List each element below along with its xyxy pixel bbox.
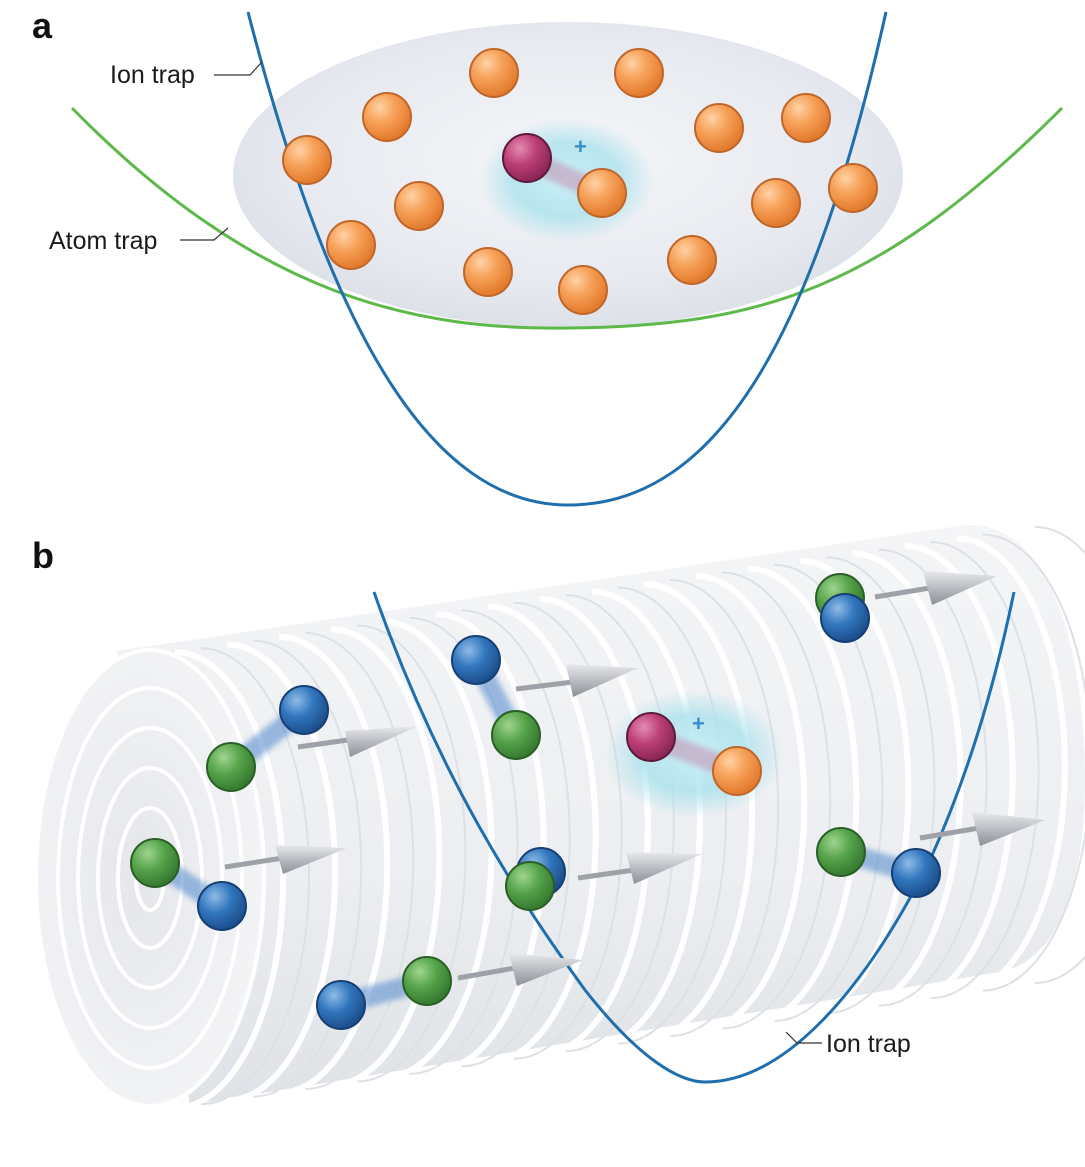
- panel-a-letter: a: [32, 5, 53, 46]
- cylinder-ring: [227, 641, 338, 1104]
- dipole-arrow: [874, 571, 997, 605]
- molecule: [816, 827, 941, 898]
- molecule: [130, 838, 247, 931]
- cylinder-ring: [644, 580, 756, 1043]
- ion: [502, 133, 552, 183]
- molecule: [206, 685, 329, 792]
- cylinder-ring: [696, 573, 807, 1036]
- cylinder-ring: [904, 542, 1016, 1005]
- blue-atom: [820, 593, 870, 643]
- cylinder-ring: [1008, 527, 1085, 990]
- atom-trap-label: Atom trap: [49, 227, 157, 255]
- atom: [781, 93, 831, 143]
- cylinder-ring: [670, 579, 780, 1038]
- cylinder-body: [117, 524, 1085, 1105]
- ion-trap-curve: [246, 11, 888, 507]
- cylinder-ring: [722, 571, 831, 1030]
- molecule: [451, 635, 541, 760]
- dipole-arrows: [224, 571, 1045, 986]
- blue-atom: [316, 980, 366, 1030]
- blue-atom: [279, 685, 329, 735]
- atom-group: [282, 48, 878, 315]
- ion-charge-b: +: [692, 711, 705, 736]
- panel-b-letter: b: [32, 535, 54, 576]
- dipole-arrow: [577, 852, 702, 884]
- cylinder-ring: [826, 556, 936, 1015]
- atom: [362, 92, 412, 142]
- green-atom: [505, 861, 555, 911]
- green-atom: [206, 742, 256, 792]
- ion-trap-label-a: Ion trap: [110, 61, 195, 89]
- ion-trap-leader-a: [214, 61, 263, 76]
- dipole-arrow: [457, 953, 583, 986]
- cylinder-ring: [618, 586, 727, 1045]
- ion: [626, 712, 676, 762]
- cylinder-ring: [539, 595, 651, 1058]
- molecule: [815, 573, 870, 643]
- cylinder-ring: [201, 647, 310, 1106]
- cylinder-ring: [748, 565, 860, 1028]
- cylinder-ring: [331, 626, 442, 1089]
- dipole-arrow: [297, 726, 418, 757]
- atom: [558, 265, 608, 315]
- atom: [282, 135, 332, 185]
- atom: [469, 48, 519, 98]
- blue-atom: [197, 881, 247, 931]
- atom: [577, 168, 627, 218]
- panel-a: a + Ion: [32, 5, 1064, 507]
- cylinder-ring: [930, 541, 1040, 1000]
- molecule: [505, 847, 566, 911]
- dipole-arrow: [515, 664, 638, 697]
- atom: [326, 220, 376, 270]
- dipole-arrow: [224, 845, 347, 874]
- cylinder-ring: [956, 535, 1068, 998]
- atom: [694, 103, 744, 153]
- atom-trap-leader: [180, 227, 229, 241]
- molecule: [316, 956, 452, 1030]
- atom: [667, 235, 717, 285]
- cylinder-ring: [982, 533, 1085, 992]
- cylinder-ring: [253, 639, 363, 1098]
- dipole-arrow: [919, 812, 1045, 846]
- cylinder-ring: [279, 633, 391, 1096]
- atom-trap-curve: [70, 106, 1064, 330]
- ion-charge: +: [574, 134, 587, 159]
- cylinder-ring: [174, 649, 286, 1111]
- atom: [394, 181, 444, 231]
- atom: [751, 178, 801, 228]
- green-atom: [816, 827, 866, 877]
- bound-atom: [712, 746, 762, 796]
- cylinder-ring: [487, 603, 599, 1066]
- green-atom: [130, 838, 180, 888]
- cylinder-ring: [461, 609, 571, 1068]
- ion-trap-leader-b: [785, 1031, 822, 1044]
- blue-atom: [891, 848, 941, 898]
- cylinder-ring: [513, 601, 623, 1060]
- green-atom: [491, 710, 541, 760]
- ion-molecule: +: [626, 711, 762, 796]
- cylinder-ring: [591, 588, 703, 1051]
- blue-atom: [451, 635, 501, 685]
- atom: [828, 163, 878, 213]
- atom: [614, 48, 664, 98]
- atom: [463, 247, 513, 297]
- panel-b: b: [32, 524, 1085, 1111]
- ion-trap-curve-b: [372, 591, 1016, 1084]
- ion-trap-label-b: Ion trap: [826, 1030, 911, 1058]
- cylinder-ring: [357, 624, 466, 1083]
- green-atom: [402, 956, 452, 1006]
- cylinder-ring: [305, 632, 415, 1091]
